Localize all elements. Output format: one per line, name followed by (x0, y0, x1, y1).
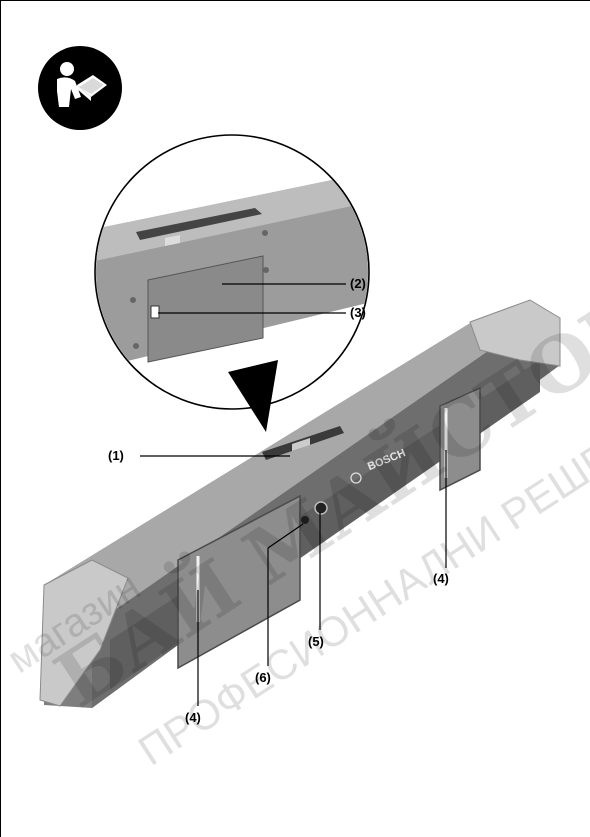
callout-1: (1) (108, 448, 124, 463)
callout-3: (3) (350, 305, 366, 320)
callout-6: (6) (255, 670, 271, 685)
read-manual-icon (38, 46, 122, 130)
callout-5: (5) (308, 634, 324, 649)
callout-4-right: (4) (433, 571, 449, 586)
callout-2: (2) (350, 276, 366, 291)
page-border-top (0, 0, 590, 1)
callout-4-left: (4) (185, 710, 201, 725)
page-border-left (0, 0, 1, 837)
